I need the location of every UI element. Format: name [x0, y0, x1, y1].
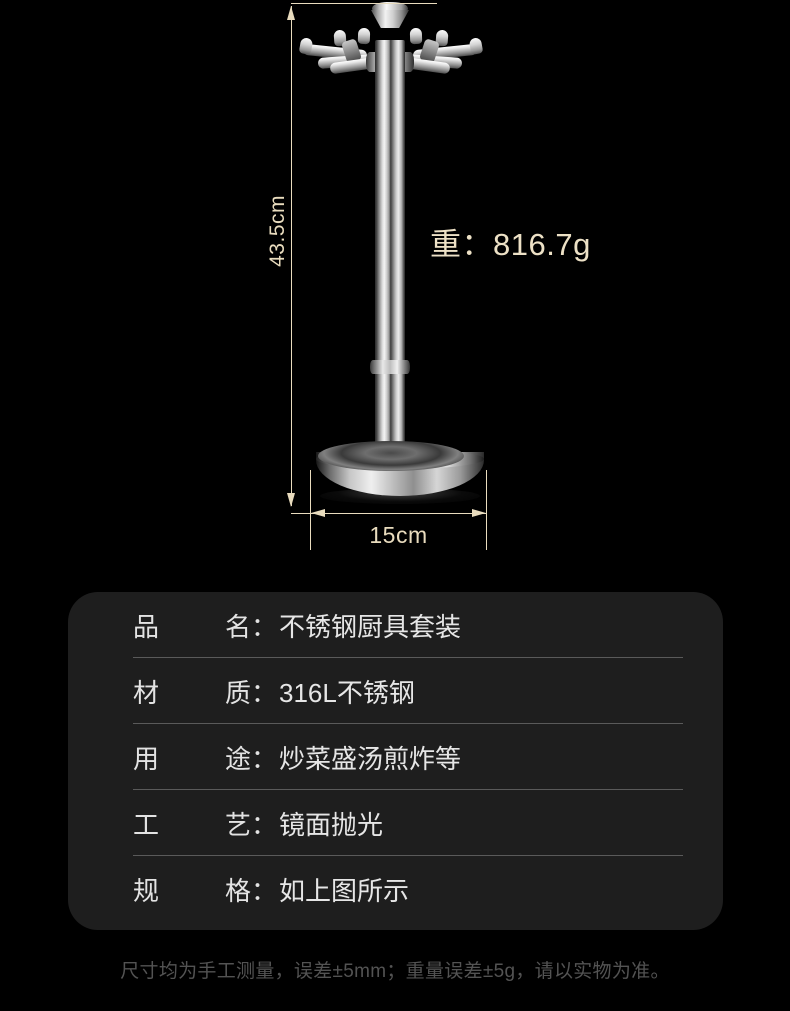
width-dimension-label: 15cm: [369, 522, 428, 548]
spec-label-char-2: 途: [224, 743, 251, 774]
spec-value: 不锈钢厨具套装: [279, 611, 462, 642]
spec-value: 镜面抛光: [279, 809, 384, 840]
spec-label: 材 质: [133, 673, 251, 710]
hook-tip: [468, 37, 484, 55]
spec-label-char-1: 材: [133, 677, 160, 708]
spec-row-product-name: 品 名 ： 不锈钢厨具套装: [133, 592, 683, 658]
dimension-extension-line-top: [291, 3, 437, 4]
spec-label-char-2: 名: [224, 611, 251, 642]
dimension-line-horizontal: [310, 513, 487, 514]
spec-colon: ：: [251, 809, 278, 840]
spec-label: 品 名: [133, 607, 251, 644]
dimension-extension-line-right: [486, 470, 487, 550]
arrow-right-icon: [472, 509, 486, 517]
spec-label-char-1: 工: [133, 809, 160, 840]
spec-row-craft: 工 艺 ： 镜面抛光: [133, 790, 683, 856]
spec-value: 316L不锈钢: [279, 677, 415, 708]
spec-row-material: 材 质 ： 316L不锈钢: [133, 658, 683, 724]
finial-neck: [371, 10, 409, 28]
spec-label: 规 格: [133, 871, 251, 908]
spec-label-char-2: 质: [224, 677, 251, 708]
base-top-surface: [318, 441, 464, 471]
spec-value: 炒菜盛汤煎炸等: [279, 743, 462, 774]
spec-label: 工 艺: [133, 805, 251, 842]
specification-row-list: 品 名 ： 不锈钢厨具套装 材 质 ： 316L不锈钢 用 途 ： 炒菜盛汤煎炸…: [68, 592, 723, 922]
spec-label-char-1: 用: [133, 743, 160, 774]
arrow-left-icon: [311, 509, 325, 517]
spec-colon: ：: [251, 875, 278, 906]
dimension-extension-line-left: [310, 470, 311, 550]
spec-value: 如上图所示: [279, 875, 410, 906]
spec-colon: ：: [251, 677, 278, 708]
spec-row-specification: 规 格 ： 如上图所示: [133, 856, 683, 922]
arrow-up-icon: [287, 6, 295, 20]
center-pole: [375, 40, 405, 455]
base-shadow: [320, 488, 480, 504]
spec-colon: ：: [251, 743, 278, 774]
product-photo-area: 43.5cm 15cm 重：816.7g: [266, 2, 591, 550]
hook-tip: [409, 27, 423, 45]
weight-label: 重：816.7g: [430, 227, 591, 262]
spec-label-char-1: 规: [133, 875, 160, 906]
spec-row-usage: 用 途 ： 炒菜盛汤煎炸等: [133, 724, 683, 790]
pole-collar: [370, 360, 410, 374]
hook-tip: [357, 27, 371, 45]
specification-card: 品 名 ： 不锈钢厨具套装 材 质 ： 316L不锈钢 用 途 ： 炒菜盛汤煎炸…: [68, 592, 723, 930]
spec-label-char-2: 格: [224, 875, 251, 906]
dimension-line-vertical: [291, 6, 292, 506]
arrow-down-icon: [287, 493, 295, 507]
dimension-extension-line-bottom: [291, 513, 321, 514]
spec-colon: ：: [251, 611, 278, 642]
measurement-disclaimer: 尺寸均为手工测量，误差±5mm；重量误差±5g，请以实物为准。: [120, 961, 670, 982]
height-dimension-label: 43.5cm: [266, 195, 289, 267]
spec-label-char-2: 艺: [224, 809, 251, 840]
spec-label-char-1: 品: [133, 611, 160, 642]
spec-label: 用 途: [133, 739, 251, 776]
